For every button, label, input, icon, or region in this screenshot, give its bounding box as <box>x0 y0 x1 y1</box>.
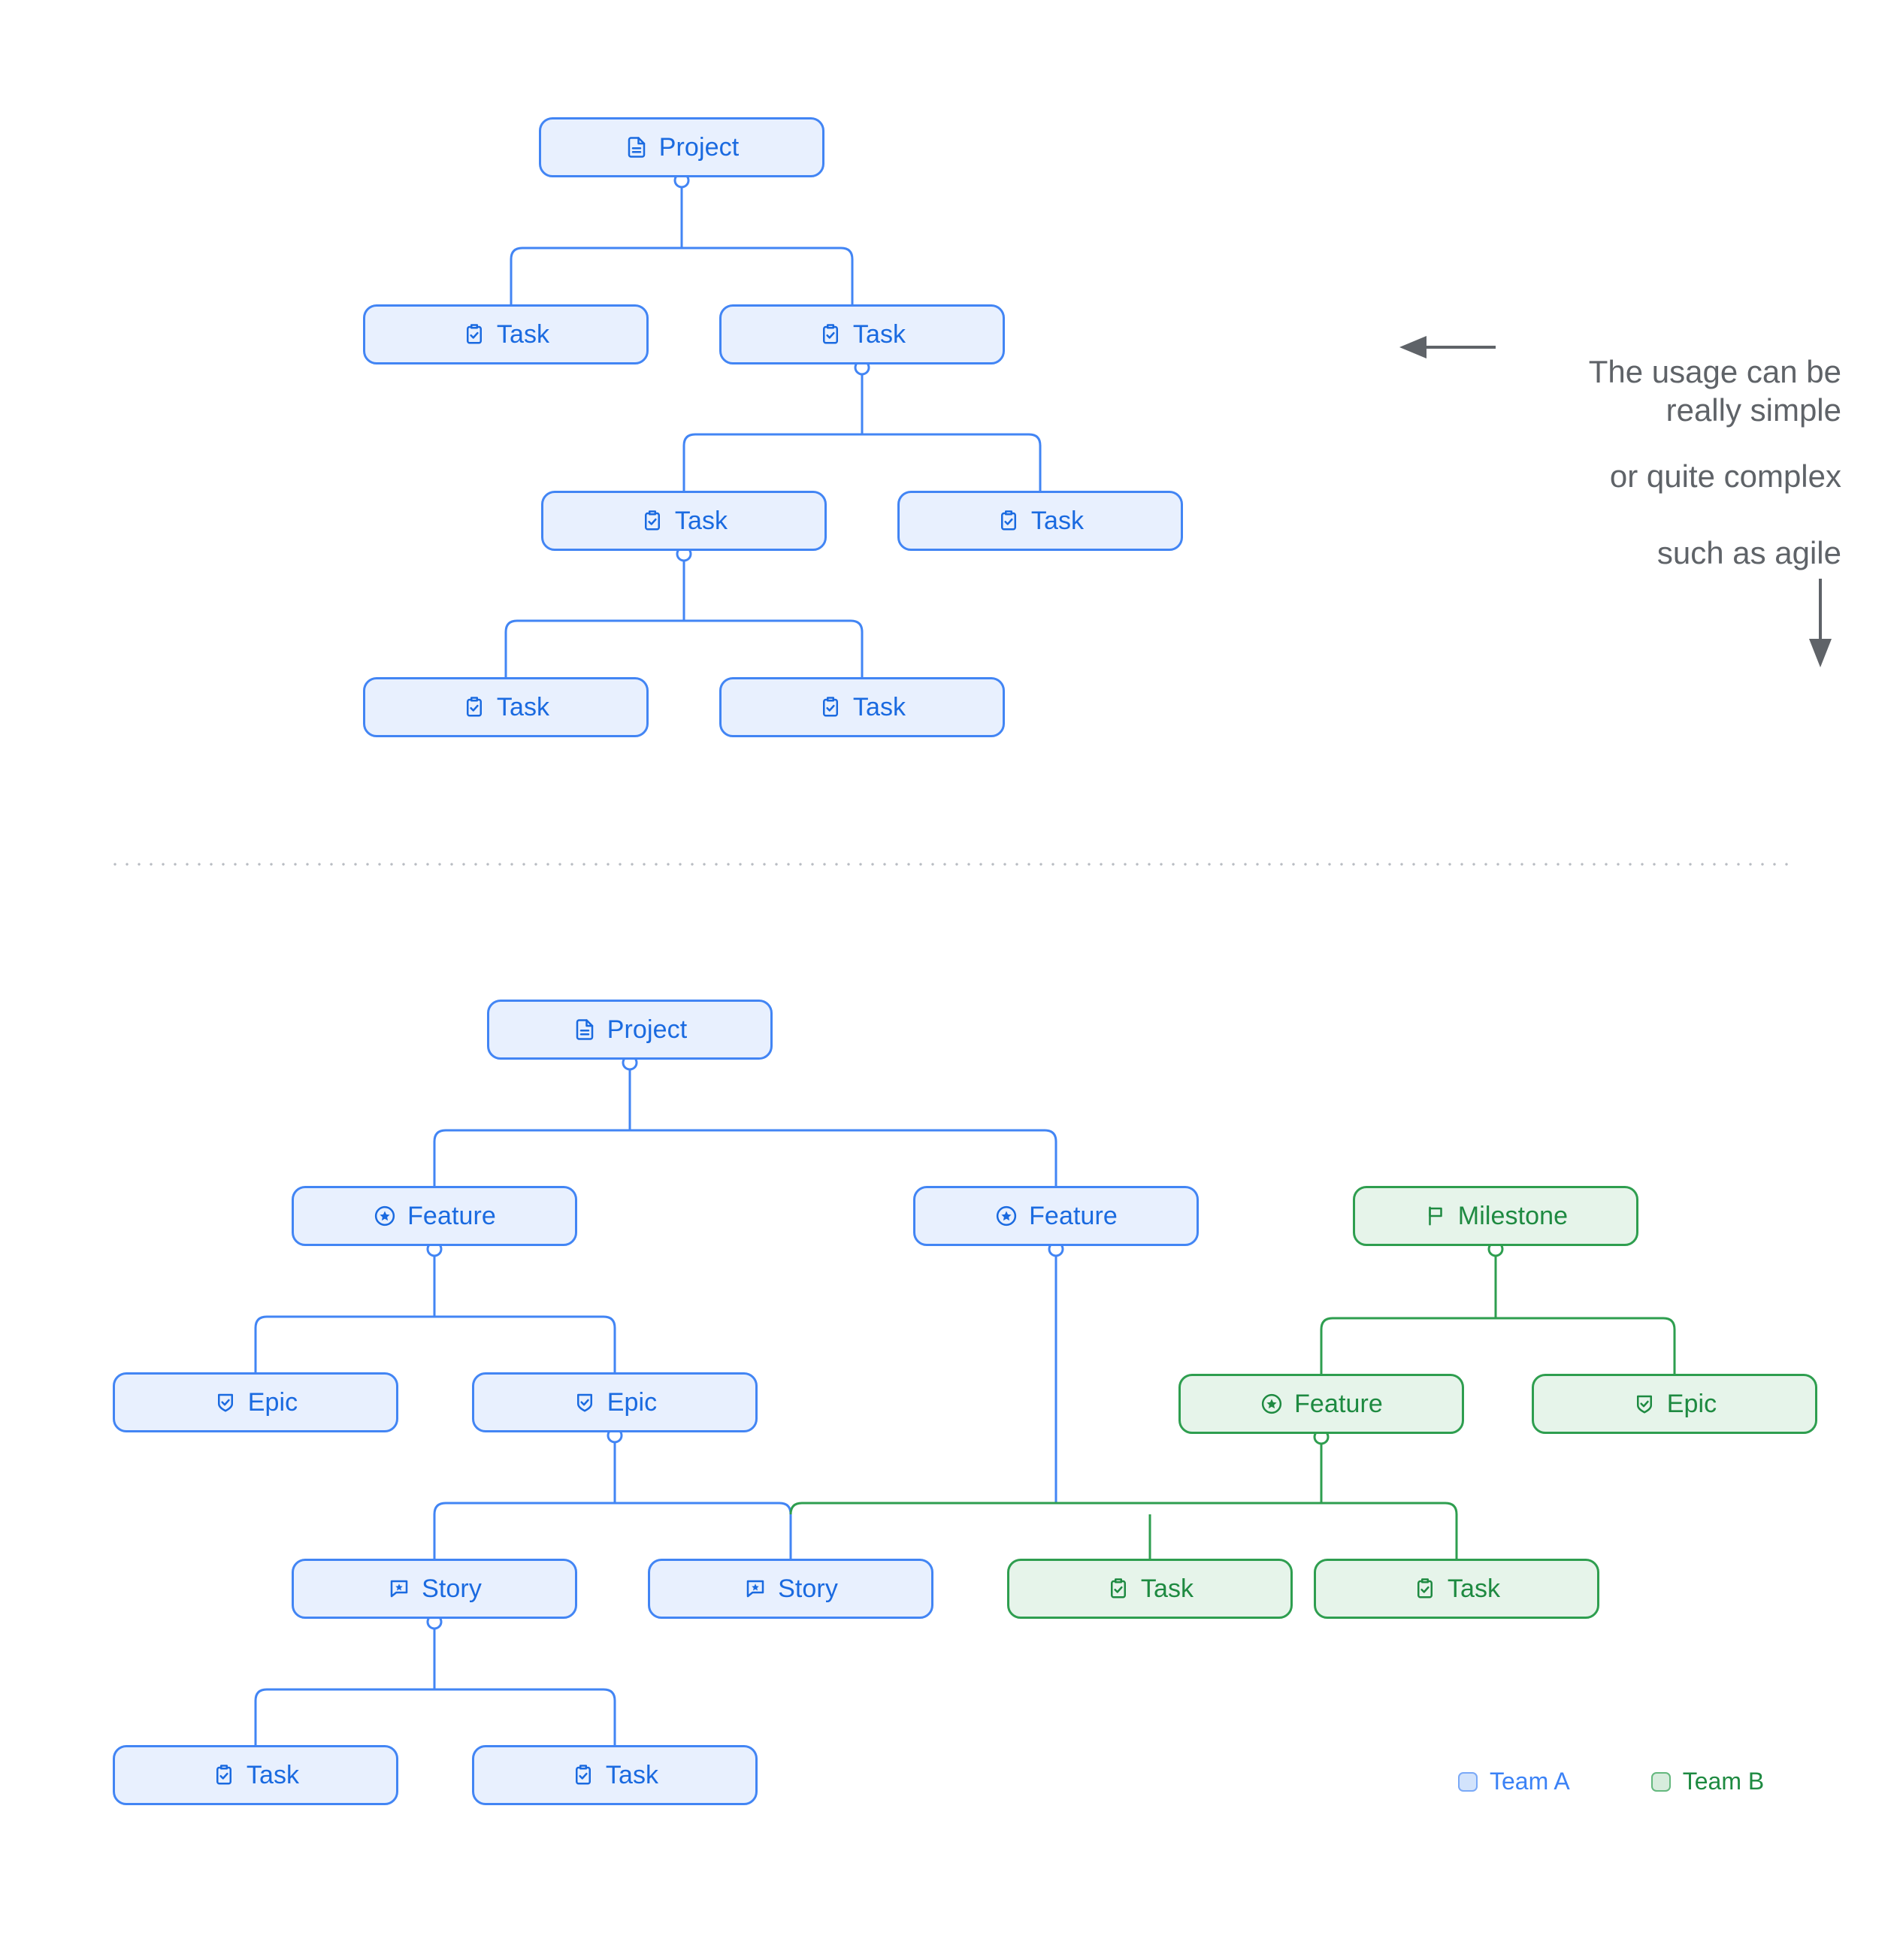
star-circle-icon <box>1260 1392 1284 1416</box>
annotation-line-1: The usage can be <box>1588 354 1841 390</box>
legend-label: Team B <box>1682 1768 1765 1795</box>
task-clipboard-icon <box>640 509 664 533</box>
task-clipboard-icon <box>818 695 843 719</box>
annotation-line-4: such as agile <box>1656 535 1841 571</box>
node-label: Feature <box>1029 1202 1118 1230</box>
section-divider <box>109 863 1794 866</box>
node-label: Epic <box>607 1388 658 1417</box>
bottom-tree-blue-connector-dots <box>426 1054 1064 1630</box>
node-task-top-6[interactable]: Task <box>719 677 1005 737</box>
legend-item-team-a[interactable]: Team A <box>1458 1768 1570 1795</box>
legend-label: Team A <box>1490 1768 1570 1795</box>
node-label: Task <box>1140 1574 1194 1603</box>
node-task-blue-1[interactable]: Task <box>113 1745 398 1805</box>
node-label: Epic <box>1666 1390 1717 1418</box>
node-task-top-1[interactable]: Task <box>363 304 649 364</box>
document-icon <box>625 135 649 159</box>
shield-check-icon <box>213 1390 237 1414</box>
story-bubble-icon <box>743 1577 767 1601</box>
node-label: Task <box>852 693 906 721</box>
star-circle-icon <box>373 1204 397 1228</box>
legend-item-team-b[interactable]: Team B <box>1650 1768 1765 1795</box>
task-clipboard-icon <box>462 695 486 719</box>
task-clipboard-icon <box>571 1763 595 1787</box>
node-story-2[interactable]: Story <box>648 1559 933 1619</box>
node-label: Task <box>496 320 550 349</box>
node-epic-2[interactable]: Epic <box>472 1372 758 1432</box>
node-label: Task <box>605 1761 659 1789</box>
node-label: Project <box>658 133 740 162</box>
node-feature-3[interactable]: Feature <box>1178 1374 1464 1434</box>
annotation-arrow-down <box>1809 579 1832 667</box>
node-task-top-5[interactable]: Task <box>363 677 649 737</box>
task-clipboard-icon <box>212 1763 236 1787</box>
node-label: Task <box>852 320 906 349</box>
node-milestone[interactable]: Milestone <box>1353 1186 1638 1246</box>
node-task-top-2[interactable]: Task <box>719 304 1005 364</box>
task-clipboard-icon <box>1413 1577 1437 1601</box>
node-task-green-1[interactable]: Task <box>1007 1559 1293 1619</box>
node-label: Task <box>1030 507 1085 535</box>
node-task-green-2[interactable]: Task <box>1314 1559 1599 1619</box>
star-circle-icon <box>994 1204 1018 1228</box>
annotation-line-3: or quite complex <box>1609 458 1841 494</box>
node-label: Task <box>496 693 550 721</box>
node-label: Feature <box>407 1202 496 1230</box>
node-task-top-4[interactable]: Task <box>897 491 1183 551</box>
shield-check-icon <box>573 1390 597 1414</box>
node-task-blue-2[interactable]: Task <box>472 1745 758 1805</box>
node-label: Story <box>422 1574 482 1603</box>
node-project-bottom[interactable]: Project <box>487 1000 773 1060</box>
node-label: Project <box>607 1015 688 1044</box>
node-task-top-3[interactable]: Task <box>541 491 827 551</box>
flag-icon <box>1423 1204 1448 1228</box>
node-label: Milestone <box>1457 1202 1569 1230</box>
node-label: Feature <box>1294 1390 1383 1418</box>
node-feature-2[interactable]: Feature <box>913 1186 1199 1246</box>
story-bubble-icon <box>387 1577 411 1601</box>
annotation-line-2: really simple <box>1666 392 1841 428</box>
node-project-top[interactable]: Project <box>539 117 824 177</box>
node-label: Task <box>674 507 728 535</box>
node-epic-1[interactable]: Epic <box>113 1372 398 1432</box>
task-clipboard-icon <box>997 509 1021 533</box>
annotation-text: The usage can be really simple or quite … <box>1405 314 1841 572</box>
node-label: Task <box>1447 1574 1501 1603</box>
task-clipboard-icon <box>1106 1577 1130 1601</box>
task-clipboard-icon <box>818 322 843 346</box>
node-epic-3[interactable]: Epic <box>1532 1374 1817 1434</box>
task-clipboard-icon <box>462 322 486 346</box>
legend-swatch-green <box>1650 1771 1671 1792</box>
legend-swatch-blue <box>1458 1771 1478 1792</box>
node-label: Story <box>778 1574 838 1603</box>
node-label: Task <box>246 1761 300 1789</box>
node-label: Epic <box>247 1388 298 1417</box>
shield-check-icon <box>1632 1392 1656 1416</box>
team-legend: Team A Team B <box>1458 1768 1764 1795</box>
document-icon <box>573 1018 597 1042</box>
node-feature-1[interactable]: Feature <box>292 1186 577 1246</box>
top-tree-edges <box>504 183 1042 677</box>
node-story-1[interactable]: Story <box>292 1559 577 1619</box>
